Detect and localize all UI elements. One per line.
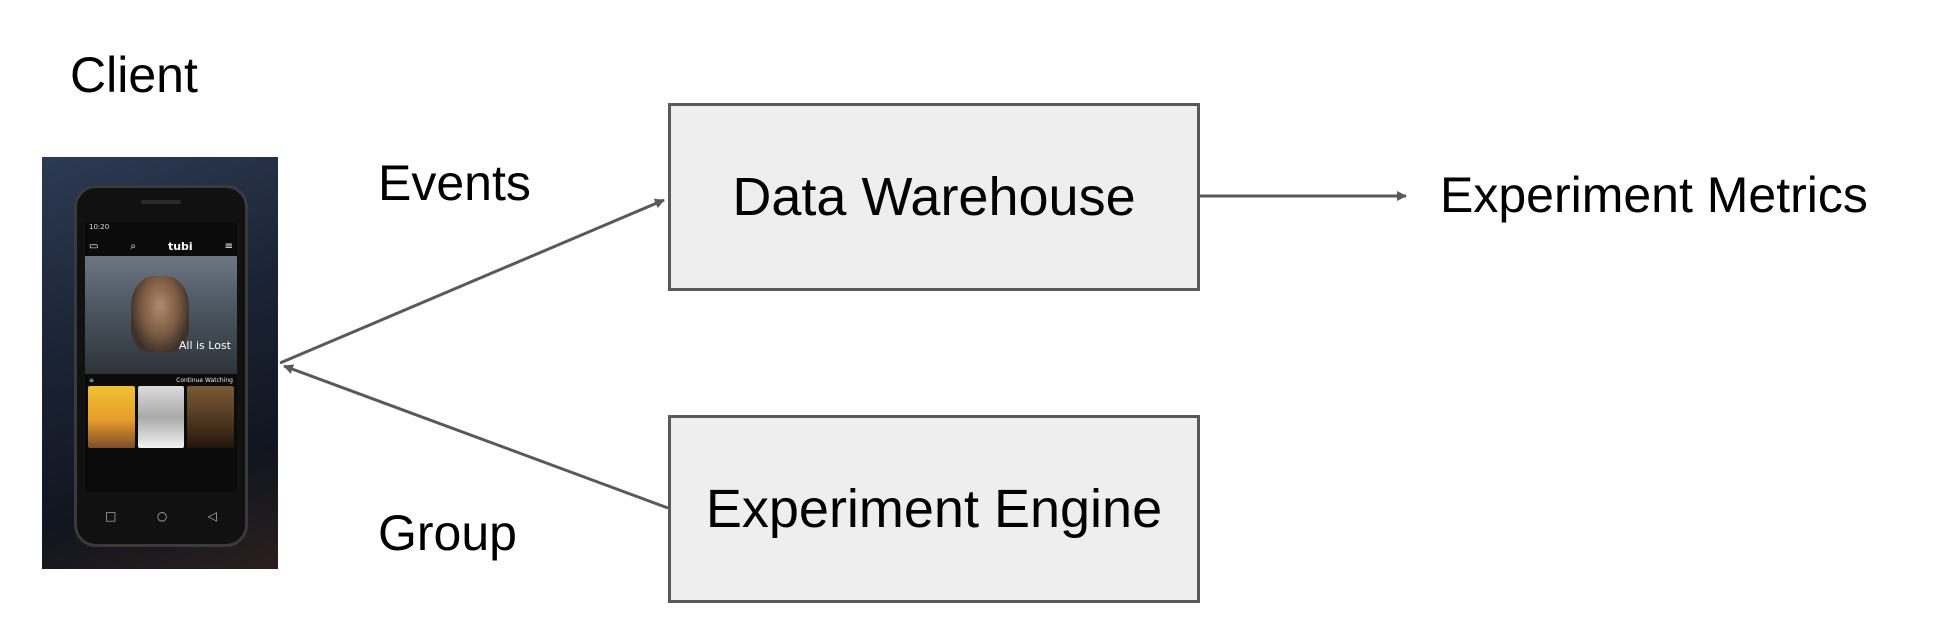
phone-nav-bar: □ ○ ◁: [85, 502, 237, 530]
phone-screen: 10:20 ▭ ⌕ tubi ≡ All is Lost ≡ Continue …: [85, 222, 237, 492]
cast-icon: ▭: [89, 240, 99, 252]
recent-apps-icon: □: [105, 509, 117, 523]
poster-thumbnail: [88, 386, 135, 448]
experiment-engine-box: Experiment Engine: [668, 415, 1200, 603]
events-arrow: [279, 198, 665, 365]
experiment-metrics-label: Experiment Metrics: [1440, 167, 1868, 223]
list-icon: ≡: [89, 376, 95, 384]
phone-hero-banner: All is Lost: [85, 256, 237, 374]
data-warehouse-label: Data Warehouse: [732, 167, 1136, 227]
phone-device: 10:20 ▭ ⌕ tubi ≡ All is Lost ≡ Continue …: [74, 185, 248, 547]
phone-hero-title: All is Lost: [178, 339, 231, 352]
hero-figure: [131, 276, 189, 352]
experiment-engine-label: Experiment Engine: [705, 479, 1163, 539]
menu-icon: ≡: [224, 240, 233, 252]
phone-section-title: Continue Watching: [176, 376, 233, 384]
poster-thumbnail: [187, 386, 235, 448]
data-warehouse-box: Data Warehouse: [668, 103, 1200, 291]
poster-thumbnail: [137, 386, 185, 448]
client-label: Client: [70, 47, 198, 103]
phone-section-header: ≡ Continue Watching: [85, 374, 237, 386]
phone-brand: tubi: [167, 239, 193, 253]
back-icon: ◁: [207, 509, 217, 523]
search-icon: ⌕: [130, 240, 136, 252]
group-arrow: [283, 364, 669, 510]
home-icon: ○: [156, 509, 168, 523]
client-phone-image: 10:20 ▭ ⌕ tubi ≡ All is Lost ≡ Continue …: [42, 157, 278, 569]
phone-status-time: 10:20: [89, 223, 110, 231]
phone-poster-row: [85, 386, 237, 448]
group-label: Group: [378, 505, 517, 561]
events-label: Events: [378, 155, 531, 211]
phone-app-bar: ▭ ⌕ tubi ≡: [85, 236, 237, 256]
phone-speaker: [141, 200, 181, 204]
